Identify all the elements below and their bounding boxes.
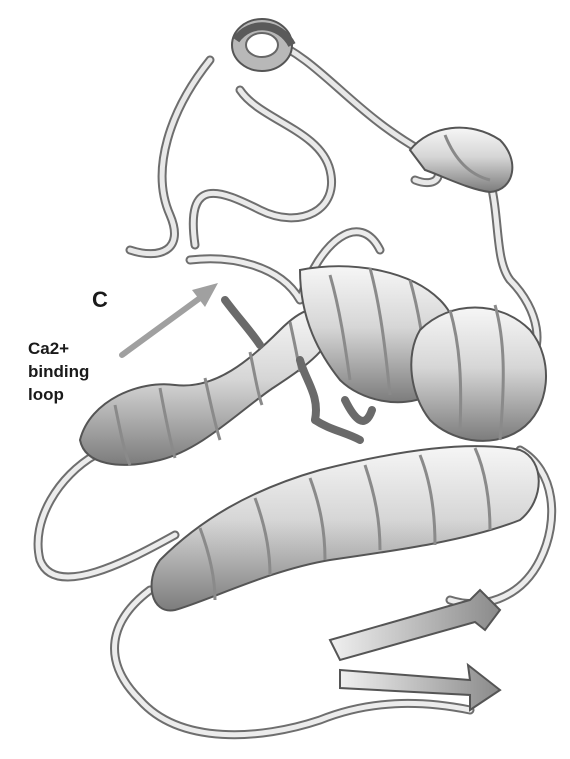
label-line-3: loop: [28, 383, 138, 406]
panel-label: C: [92, 287, 108, 313]
top-helix: [232, 19, 292, 71]
beta-strands: [330, 590, 500, 710]
label-line-1: Ca2+: [28, 337, 138, 360]
right-helix: [411, 305, 546, 441]
label-line-2: binding: [28, 360, 138, 383]
binding-loop-label: Ca2+ binding loop: [28, 337, 138, 406]
lower-helix: [152, 446, 539, 610]
